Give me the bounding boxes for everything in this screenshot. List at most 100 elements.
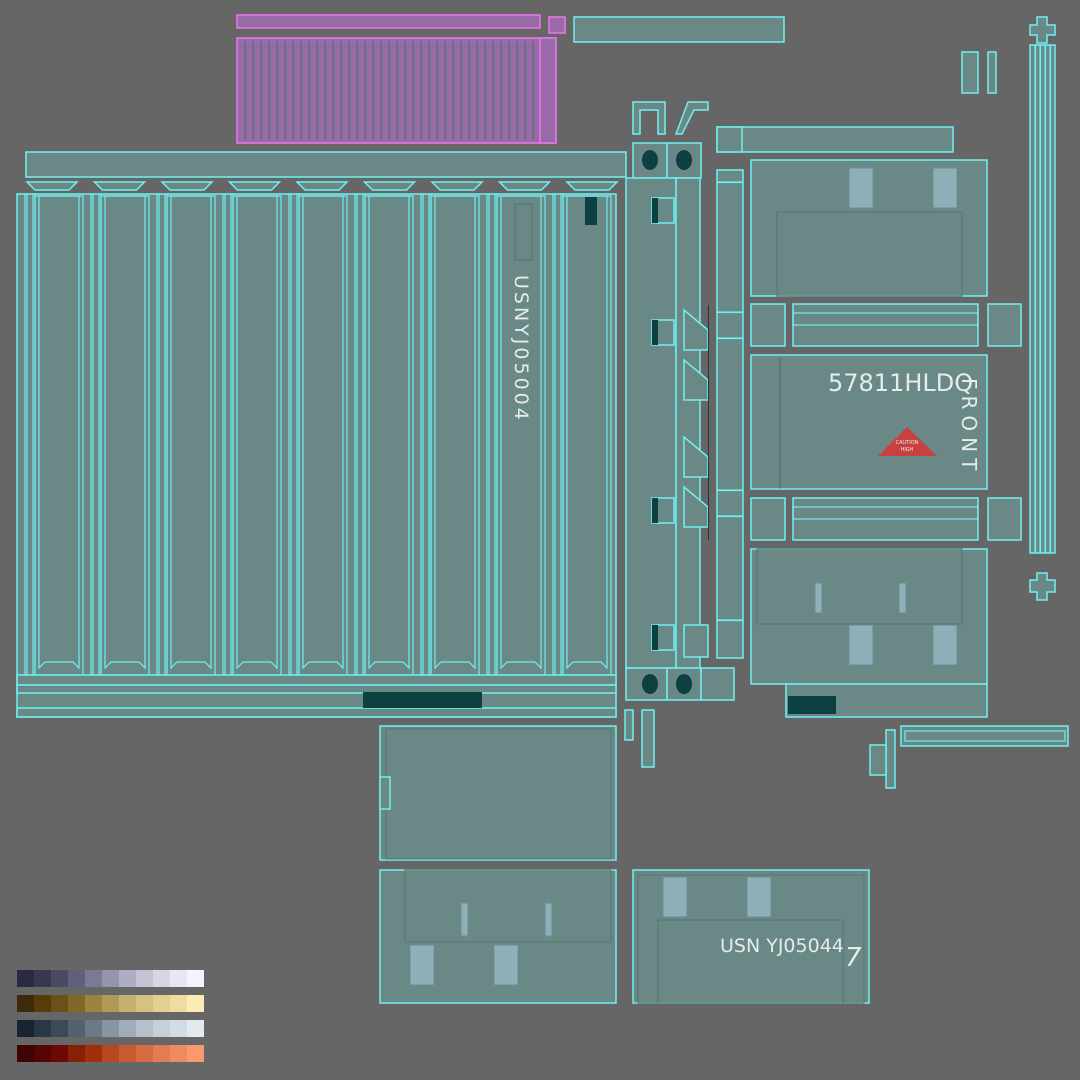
roof-rib bbox=[252, 41, 254, 141]
palette-swatch bbox=[119, 1020, 136, 1037]
long-rail bbox=[1029, 44, 1056, 554]
palette-swatch bbox=[85, 1045, 102, 1062]
latch bbox=[460, 902, 469, 937]
roof-rib bbox=[388, 41, 390, 141]
palette-swatch bbox=[170, 1045, 187, 1062]
hinge-shadow bbox=[652, 198, 658, 223]
bracket bbox=[885, 729, 896, 789]
door-post bbox=[625, 177, 677, 669]
front-panel-main bbox=[750, 354, 988, 490]
palette-swatch bbox=[136, 1045, 153, 1062]
cross-bracket bbox=[1029, 572, 1056, 601]
palette-swatch bbox=[153, 995, 170, 1012]
palette-swatch bbox=[51, 1020, 68, 1037]
roof-rib bbox=[436, 41, 438, 141]
caution-sign-line1: CAUTION bbox=[896, 440, 919, 446]
rib-face bbox=[302, 195, 344, 670]
roof-square bbox=[548, 16, 566, 34]
corner-trapezoid bbox=[227, 181, 282, 191]
roof-rib bbox=[524, 41, 526, 141]
palette-swatch bbox=[34, 970, 51, 987]
hole bbox=[642, 150, 658, 170]
panel-inset bbox=[657, 919, 844, 1004]
hinge-plate bbox=[493, 944, 519, 986]
palette-swatch bbox=[136, 1020, 153, 1037]
palette-swatch bbox=[170, 995, 187, 1012]
roof-rib bbox=[340, 41, 342, 141]
roof-rib bbox=[300, 41, 302, 141]
roof-rib bbox=[316, 41, 318, 141]
roof-rib bbox=[412, 41, 414, 141]
latch bbox=[898, 582, 907, 614]
hinge-plate bbox=[746, 876, 772, 918]
hinge-shadow bbox=[652, 498, 658, 523]
panel-line bbox=[779, 357, 781, 489]
palette-swatch bbox=[136, 970, 153, 987]
palette-swatch bbox=[85, 970, 102, 987]
roof-rib bbox=[292, 41, 294, 141]
roof-rib bbox=[404, 41, 406, 141]
front-post bbox=[716, 169, 744, 659]
small-bracket bbox=[624, 709, 634, 741]
palette-swatch bbox=[170, 970, 187, 987]
roof-rib bbox=[468, 41, 470, 141]
roof-rib bbox=[372, 41, 374, 141]
roof-rib bbox=[492, 41, 494, 141]
roof-rib bbox=[508, 41, 510, 141]
rib-face bbox=[104, 195, 146, 670]
palette-swatch bbox=[51, 995, 68, 1012]
palette-swatch bbox=[102, 970, 119, 987]
hinge-plate bbox=[848, 624, 874, 666]
bracket-end bbox=[987, 497, 1022, 541]
palette-swatch bbox=[136, 995, 153, 1012]
roof-rib bbox=[460, 41, 462, 141]
caution-sign-line2: HIGH bbox=[901, 447, 914, 453]
palette-swatch bbox=[119, 1045, 136, 1062]
rib-face bbox=[236, 195, 278, 670]
side-panel-code: USNYJ05004 bbox=[510, 275, 532, 423]
roof-strip bbox=[236, 14, 541, 29]
palette-swatch bbox=[68, 995, 85, 1012]
hinge-shadow bbox=[652, 320, 658, 345]
rib-face bbox=[434, 195, 476, 670]
small-part bbox=[961, 51, 979, 94]
door-panel-digit: 7 bbox=[845, 943, 862, 973]
id-plate bbox=[514, 203, 533, 261]
front-post-seg bbox=[716, 619, 744, 622]
crossbar-line bbox=[792, 312, 979, 326]
hinge-plate bbox=[932, 167, 958, 209]
front-top-rail bbox=[716, 126, 954, 153]
palette-swatch bbox=[153, 1020, 170, 1037]
palette-swatch bbox=[34, 1045, 51, 1062]
side-bottom-rail bbox=[16, 707, 617, 718]
hinge-plate bbox=[932, 624, 958, 666]
palette-swatch bbox=[119, 995, 136, 1012]
door-post bbox=[675, 177, 701, 669]
palette-swatch bbox=[17, 1020, 34, 1037]
roof-rib bbox=[268, 41, 270, 141]
door-panel-code: USN YJ05044 bbox=[720, 935, 844, 957]
roof-rib bbox=[356, 41, 358, 141]
palette-swatch bbox=[102, 995, 119, 1012]
panel-inset bbox=[776, 211, 963, 297]
roof-rib bbox=[476, 41, 478, 141]
rib-face bbox=[368, 195, 410, 670]
hole bbox=[676, 674, 692, 694]
door-handle bbox=[379, 776, 391, 810]
crossbar-line bbox=[792, 506, 979, 520]
front-post-seg bbox=[716, 311, 744, 314]
palette-swatch bbox=[17, 970, 34, 987]
front-post-seg bbox=[716, 337, 744, 340]
palette-swatch bbox=[119, 970, 136, 987]
roof-rib bbox=[428, 41, 430, 141]
rail-line bbox=[1049, 44, 1052, 554]
caution-sign bbox=[878, 427, 937, 456]
palette-swatch bbox=[51, 970, 68, 987]
roof-rib bbox=[364, 41, 366, 141]
corner-post-top bbox=[674, 101, 709, 135]
front-label: FRONT bbox=[957, 378, 981, 476]
bracket bbox=[869, 744, 887, 776]
small-part bbox=[987, 51, 997, 94]
